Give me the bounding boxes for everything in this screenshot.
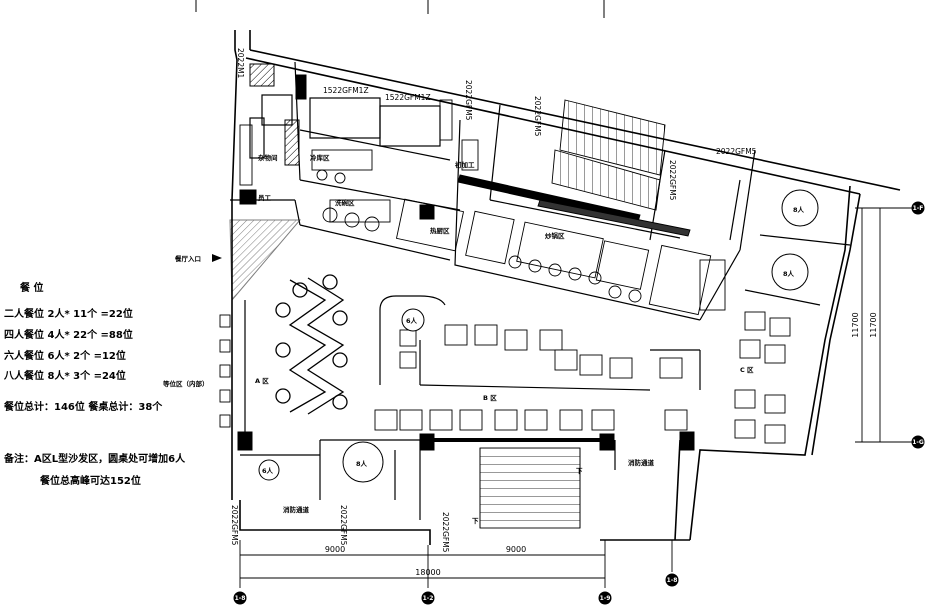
stair-label: 下 (472, 517, 479, 525)
entrance-label: 餐厅入口 (174, 254, 201, 263)
round-table-label: 8人 (793, 205, 805, 214)
seating-heading: 餐 位 (20, 283, 44, 294)
seating-note-peak: 餐位总高峰可达152位 (40, 476, 141, 487)
axis-label: 1-8 (667, 577, 678, 584)
axis-markers (233, 201, 925, 605)
stair-label: 下 (576, 467, 583, 475)
door-label: 2022GFM5 (230, 505, 239, 546)
axis-bubble (911, 435, 925, 449)
seating-total: 餐位总计：146位 餐桌总计：38个 (4, 402, 163, 413)
door-label: 2022GFM5 (533, 96, 542, 137)
seating-notes: 餐 位 二人餐位 2人* 11个 =22位 四人餐位 4人* 22个 =88位 … (0, 0, 230, 500)
axis-label: 1-G (912, 439, 924, 446)
door-label: 2022GFM5 (716, 147, 757, 156)
room-label: 冷库区 (310, 153, 330, 162)
seating-row: 四人餐位 4人* 22个 =88位 (4, 330, 133, 341)
entrance-arrow-icon (212, 254, 222, 262)
dining-tables (219, 311, 791, 444)
round-table-label: 8人 (356, 459, 368, 468)
dim-vert-b: 11700 (869, 312, 878, 337)
room-label: 热厨区 (430, 226, 450, 235)
dim-vert-a: 11700 (851, 312, 860, 337)
zone-a-label: A 区 (255, 377, 269, 385)
dim-total-span: 18000 (415, 568, 440, 577)
room-label: 消防通道 (628, 458, 655, 467)
room-label: 杂物间 (258, 153, 278, 162)
axis-bubble (911, 201, 925, 215)
round-table-label: 6人 (262, 466, 274, 475)
zone-a-booths (275, 274, 348, 415)
zone-c-label: C 区 (740, 366, 754, 374)
axis-label: 1-9 (600, 595, 611, 602)
door-label: 1522GFM1Z (385, 93, 431, 102)
axis-bubble (665, 573, 679, 587)
axis-label: 1-F (913, 205, 924, 212)
top-grid-lines (195, 0, 605, 18)
axis-bubble (233, 591, 247, 605)
round-table-label: 6人 (406, 316, 418, 325)
seating-row: 八人餐位 8人* 3个 =24位 (4, 371, 126, 382)
room-label: 初加工 (455, 160, 475, 169)
door-label: 2022GFM5 (441, 512, 450, 553)
door-label: 1522GFM1Z (323, 86, 369, 95)
room-label: 炒锅区 (545, 231, 565, 240)
axis-label: 1-2 (423, 595, 434, 602)
room-label: 消防通道 (283, 505, 310, 514)
dining-walls (240, 295, 701, 520)
axis-label: 1-8 (235, 595, 246, 602)
dim-left-span: 9000 (325, 545, 345, 554)
waiting-area-label: 等位区（内部） (162, 379, 209, 388)
room-label: 员工 (258, 193, 272, 202)
kitchen-equipment (239, 99, 726, 316)
seating-row: 六人餐位 6人* 2个 =12位 (4, 351, 126, 362)
seating-row: 二人餐位 2人* 11个 =22位 (4, 309, 133, 320)
round-table-label: 8人 (783, 269, 795, 278)
room-label: 洗碗区 (335, 198, 355, 207)
door-label: 2022GFM5 (339, 505, 348, 546)
door-label: 2022M1 (236, 48, 245, 79)
dim-right-span: 9000 (506, 545, 526, 554)
dimension-lines (239, 207, 912, 588)
axis-bubble (598, 591, 612, 605)
stairs (479, 99, 666, 529)
round-tables (258, 189, 819, 483)
door-label: 2022GFM5 (464, 80, 473, 121)
zone-b-label: B 区 (483, 394, 497, 402)
seating-note: 备注：A区L型沙发区，圆桌处可增加6人 (4, 454, 186, 465)
door-label: 2022GFM5 (668, 160, 677, 201)
axis-bubble (421, 591, 435, 605)
